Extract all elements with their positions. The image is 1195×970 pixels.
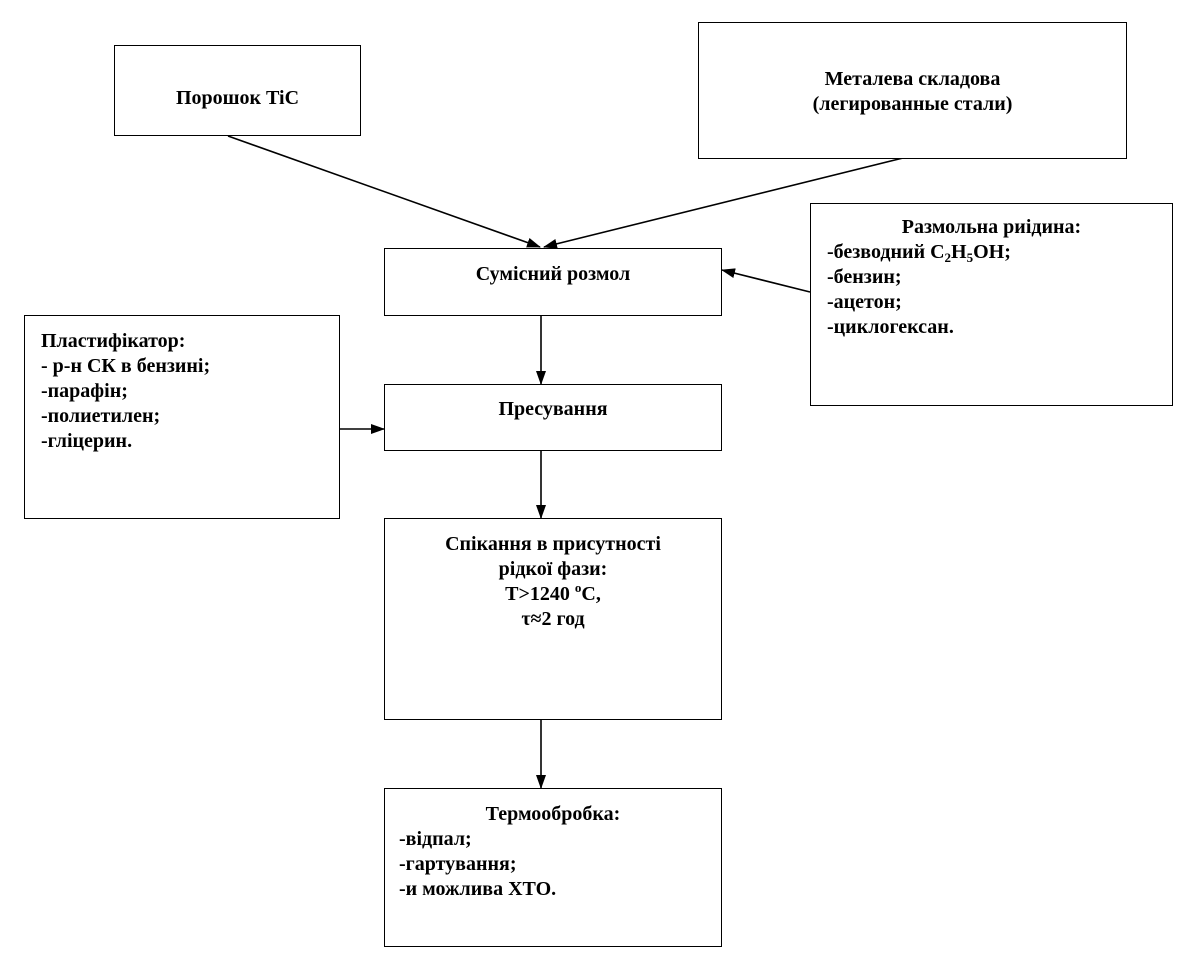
plasticizer-item-glycerin: -гліцерин. [41, 430, 133, 452]
heat-treatment-title: Термообробка: [485, 803, 621, 825]
heat-treatment-item-hardening: -гартування; [399, 853, 517, 875]
sintering-time: τ≈2 год [521, 608, 585, 630]
plasticizer-item-rubber: - р-н СК в бензині; [41, 355, 211, 377]
metal-label-line1: Металева складова [824, 68, 1001, 90]
sintering-box: Спікання в присутності рідкої фази: T>12… [384, 518, 722, 720]
milling-liquid-title: Размольна риідина: [901, 216, 1082, 238]
milling-liquid-item-benzine: -бензин; [827, 266, 902, 288]
heat-treatment-item-cht: -и можлива ХТО. [399, 878, 557, 900]
metal-label-line2: (легированные стали) [812, 93, 1013, 115]
heat-treatment-item-annealing: -відпал; [399, 828, 472, 850]
arrow-powder-to-milling [227, 135, 541, 248]
joint-milling-label: Сумісний розмол [475, 263, 631, 285]
plasticizer-item-polyethylene: -полиетилен; [41, 405, 161, 427]
arrow-liquid-to-milling [721, 268, 811, 293]
plasticizer-box: Пластифікатор: - р-н СК в бензині; -пара… [24, 315, 340, 519]
powder-box: Порошок TiC [114, 45, 361, 136]
sintering-temperature: T>1240 oC, [505, 580, 601, 605]
powder-label: Порошок TiC [175, 87, 300, 109]
plasticizer-item-paraffin: -парафін; [41, 380, 128, 402]
pressing-box: Пресування [384, 384, 722, 451]
metal-component-box: Металева складова (легированные стали) [698, 22, 1127, 159]
milling-liquid-item-acetone: -ацетон; [827, 291, 902, 313]
joint-milling-box: Сумісний розмол [384, 248, 722, 316]
sintering-line2: рідкої фази: [498, 558, 608, 580]
milling-liquid-item-ethanol: -безводний C2H5OH; [827, 241, 1011, 265]
arrow-metal-to-milling [543, 157, 904, 249]
milling-liquid-item-cyclohexane: -циклогексан. [827, 316, 954, 338]
heat-treatment-box: Термообробка: -відпал; -гартування; -и м… [384, 788, 722, 947]
sintering-line1: Спікання в присутності [445, 533, 661, 555]
milling-liquid-box: Размольна риідина: -безводний C2H5OH; -б… [810, 203, 1173, 406]
plasticizer-title: Пластифікатор: [41, 330, 186, 352]
pressing-label: Пресування [498, 398, 608, 420]
